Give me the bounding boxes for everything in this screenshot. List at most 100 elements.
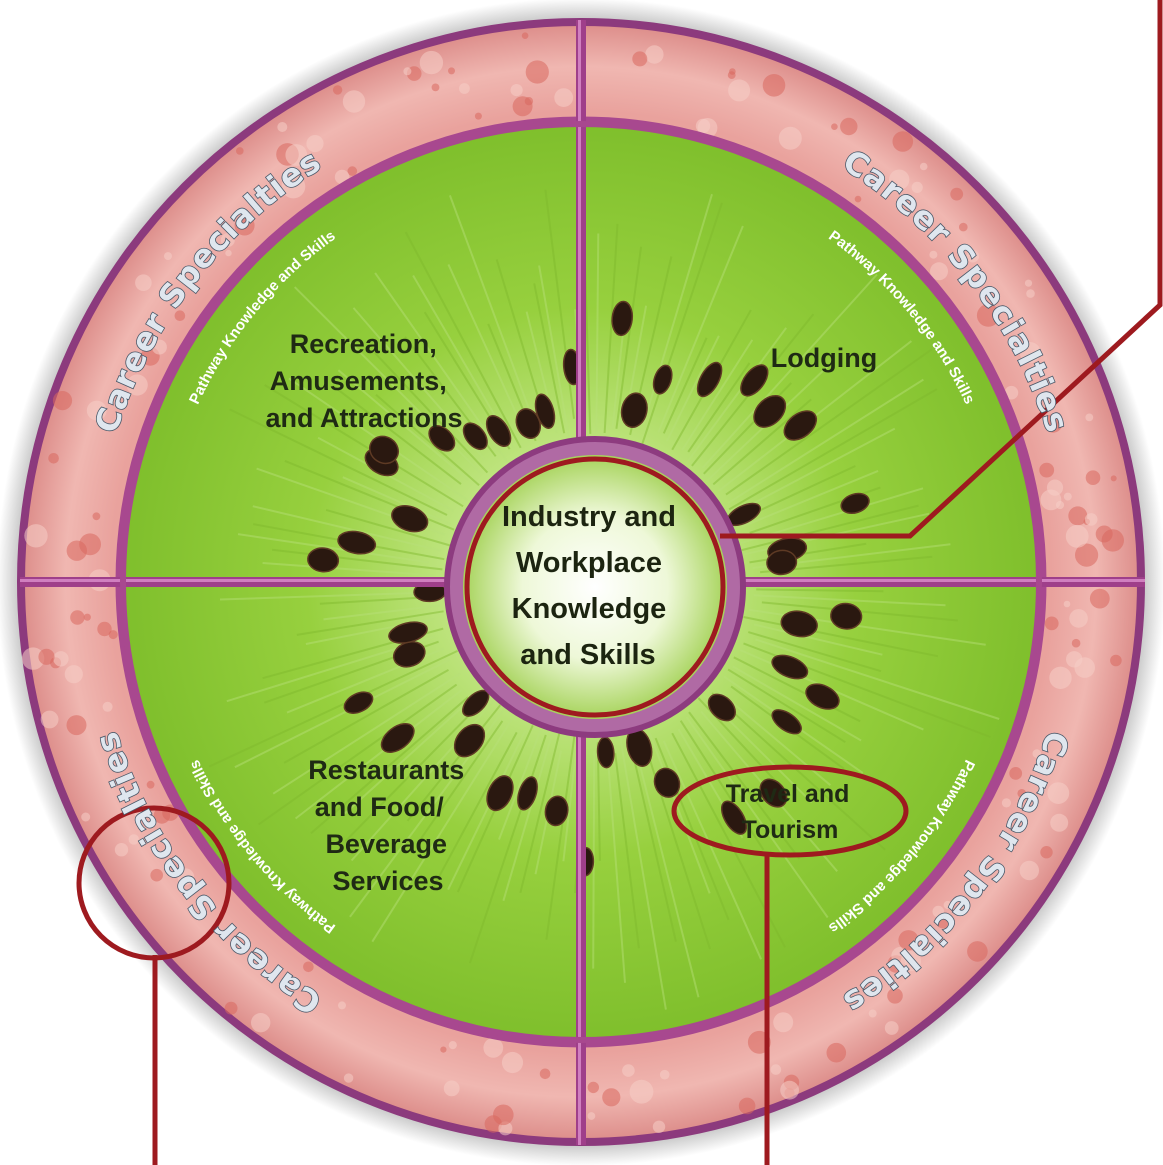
kiwi-fiber bbox=[687, 362, 751, 453]
ring-texture-spot bbox=[70, 610, 85, 625]
ring-texture-spot bbox=[236, 147, 244, 155]
kiwi-fiber bbox=[319, 595, 436, 605]
ring-texture-spot bbox=[1110, 654, 1122, 667]
ring-texture-spot bbox=[1101, 529, 1125, 552]
ring-texture-spot bbox=[220, 233, 235, 248]
kiwi-fiber bbox=[258, 683, 458, 826]
kiwi-fiber bbox=[337, 369, 469, 481]
ring-texture-spot bbox=[602, 1088, 621, 1107]
ring-texture-spot bbox=[483, 1037, 504, 1058]
ring-texture-spot bbox=[146, 780, 155, 789]
kiwi-fiber bbox=[344, 694, 477, 815]
ring-texture-spot bbox=[1065, 524, 1089, 548]
ring-texture-spot bbox=[554, 88, 574, 107]
ring-texture-spot bbox=[79, 533, 101, 556]
ring-texture-spot bbox=[729, 68, 736, 75]
kiwi-fiber bbox=[753, 594, 946, 607]
ring-texture-spot bbox=[967, 941, 988, 962]
kiwi-seed bbox=[544, 795, 569, 827]
ring-texture-spot bbox=[306, 135, 324, 153]
ring-texture-spot bbox=[285, 144, 308, 166]
ring-texture-spot bbox=[234, 215, 255, 236]
kiwi-fiber bbox=[738, 427, 896, 513]
kiwi-fiber bbox=[741, 504, 919, 552]
ring-texture-spot bbox=[443, 1080, 460, 1097]
ring-texture-spot bbox=[1017, 789, 1027, 798]
kiwi-seed bbox=[652, 364, 673, 395]
ring-texture-spot bbox=[521, 32, 529, 39]
kiwi-seed bbox=[805, 683, 840, 710]
ring-texture-spot bbox=[403, 67, 412, 76]
kiwi-fiber bbox=[619, 736, 667, 1010]
ring-texture-spot bbox=[135, 274, 152, 292]
ring-texture-spot bbox=[1032, 749, 1042, 758]
kiwi-fiber bbox=[641, 737, 711, 950]
kiwi-fiber bbox=[498, 729, 542, 840]
kiwi-fiber bbox=[264, 384, 464, 508]
kiwi-seed bbox=[534, 393, 556, 429]
ring-texture-spot bbox=[587, 1112, 596, 1120]
ring-texture-spot bbox=[431, 83, 440, 92]
center-hub bbox=[463, 455, 727, 719]
ring-texture-spot bbox=[976, 304, 1000, 327]
kiwi-seed bbox=[771, 654, 809, 680]
kiwi-fiber bbox=[374, 272, 509, 463]
ring-texture-spot bbox=[303, 961, 314, 973]
center-hub-highlight bbox=[464, 456, 726, 718]
ring-texture-spot bbox=[919, 162, 928, 171]
kiwi-fiber bbox=[431, 731, 518, 889]
ring-texture-spot bbox=[1049, 666, 1072, 689]
kiwi-fiber bbox=[755, 638, 1000, 720]
ring-texture-spot bbox=[936, 914, 950, 929]
kiwi-seed bbox=[337, 530, 377, 555]
ring-texture-spot bbox=[629, 1079, 654, 1104]
ring-texture-spot bbox=[587, 1081, 599, 1094]
ring-texture-spot bbox=[898, 930, 919, 951]
ring-texture-spot bbox=[108, 630, 118, 640]
quadrant-label-lodging: Lodging bbox=[771, 343, 877, 373]
kiwi-seed bbox=[780, 610, 818, 638]
inner-pathway-divider bbox=[120, 121, 1042, 1043]
ring-texture-spot bbox=[778, 126, 802, 150]
ring-texture-spot bbox=[1063, 492, 1072, 501]
kiwi-seed bbox=[707, 693, 736, 722]
kiwi-seed bbox=[343, 691, 374, 714]
kiwi-fiber bbox=[712, 398, 812, 486]
callout-circle-specialties bbox=[76, 805, 232, 961]
kiwi-fiber bbox=[727, 668, 846, 744]
kiwi-fiber bbox=[416, 720, 504, 845]
ring-texture-spot bbox=[1019, 342, 1041, 363]
ring-texture-spot bbox=[892, 131, 914, 152]
ring-texture-spot bbox=[1050, 813, 1069, 832]
ring-texture-spot bbox=[343, 1073, 354, 1083]
ring-texture-spot bbox=[929, 250, 938, 259]
ring-texture-spot bbox=[448, 67, 455, 75]
kiwi-fiber bbox=[502, 731, 554, 902]
kiwi-fiber bbox=[595, 233, 600, 433]
kiwi-seed bbox=[759, 778, 788, 808]
kiwi-seed bbox=[462, 422, 488, 451]
kiwi-seed bbox=[428, 424, 456, 452]
kiwi-fiber bbox=[628, 740, 677, 942]
ring-texture-spot bbox=[728, 79, 751, 102]
ring-texture-spot bbox=[277, 122, 288, 132]
quadrant-label-recreation: Recreation, Amusements, and Attractions bbox=[265, 329, 462, 433]
kiwi-fiber bbox=[662, 740, 763, 960]
ring-texture-spot bbox=[659, 1069, 670, 1080]
ring-texture bbox=[21, 32, 1125, 1136]
ring-texture-spot bbox=[525, 60, 549, 84]
kiwi-fiber bbox=[728, 388, 938, 511]
ring-texture-spot bbox=[887, 988, 903, 1004]
kiwi-fiber bbox=[605, 739, 626, 983]
kiwi-fibers bbox=[208, 189, 1000, 1010]
ring-texture-spot bbox=[1084, 513, 1098, 526]
ring-texture-spot bbox=[151, 339, 167, 355]
kiwi-fiber bbox=[648, 733, 711, 894]
ring-texture-spot bbox=[1089, 588, 1110, 609]
kiwi-seed bbox=[486, 775, 514, 812]
ring-texture-spot bbox=[1004, 385, 1019, 400]
ring-texture-spot bbox=[1074, 657, 1095, 678]
ring-texture-spot bbox=[92, 512, 101, 521]
ring-texture-spot bbox=[24, 524, 48, 548]
center-label: Industry and Workplace Knowledge and Ski… bbox=[502, 501, 684, 671]
